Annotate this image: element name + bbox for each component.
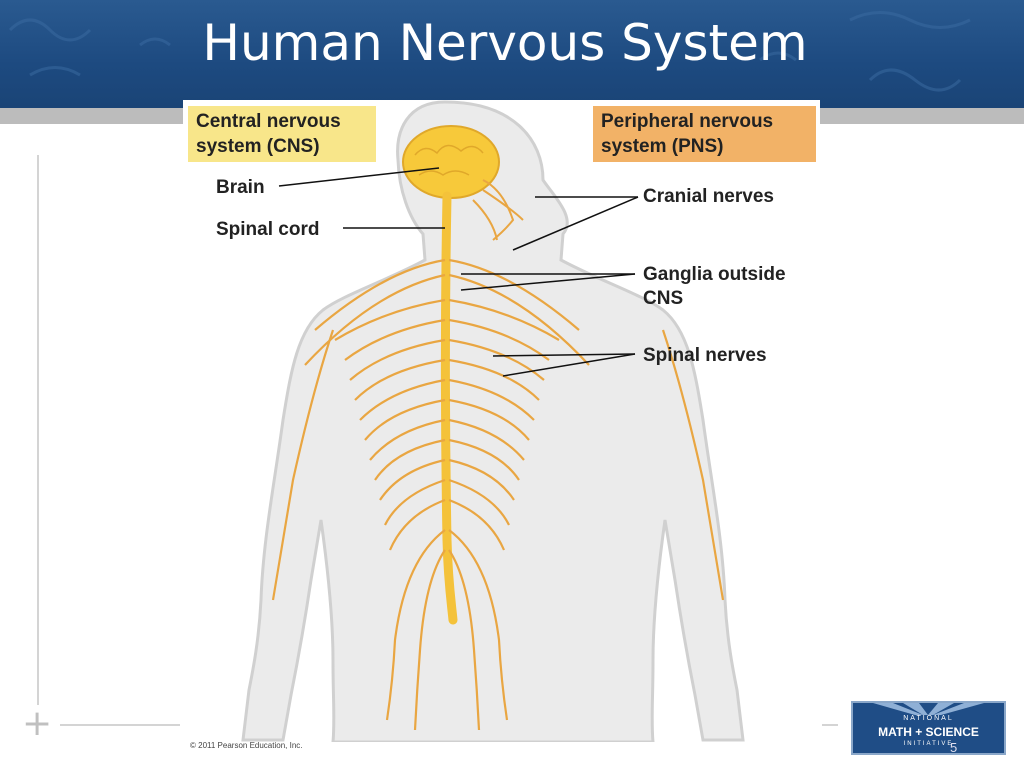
- brain-shape: [402, 125, 500, 199]
- label-spinal-nerves: Spinal nerves: [643, 345, 767, 366]
- copyright-notice: © 2011 Pearson Education, Inc.: [190, 741, 303, 750]
- body-illustration: [241, 100, 745, 742]
- label-ganglia-line2: CNS: [643, 288, 684, 309]
- label-cranial-nerves: Cranial nerves: [643, 186, 774, 207]
- slide-title: Human Nervous System: [202, 14, 808, 72]
- banner-decoration: [8, 11, 971, 92]
- spinal-cord-shape: [441, 191, 458, 625]
- label-spinal-cord: Spinal cord: [216, 219, 320, 240]
- cns-box-line1: Central nervous: [196, 111, 341, 132]
- page-number: 5: [950, 740, 958, 755]
- cns-box: Central nervous system (CNS): [188, 106, 376, 162]
- label-brain: Brain: [216, 177, 265, 198]
- logo-bottom-text: INITIATIVE: [903, 741, 954, 747]
- logo-main-text: MATH + SCIENCE: [878, 725, 979, 739]
- left-vertical-rule: [37, 155, 39, 705]
- label-ganglia-line1: Ganglia outside: [643, 264, 786, 285]
- pns-box: Peripheral nervous system (PNS): [593, 106, 816, 162]
- spinal-nerves-shape: [304, 258, 590, 731]
- bottom-rule-right: [822, 724, 838, 726]
- nervous-system-figure: [183, 100, 820, 742]
- sunburst-icon: [873, 703, 984, 715]
- pns-box-line2: system (PNS): [601, 136, 724, 157]
- title-banner: Human Nervous System: [0, 0, 1024, 108]
- cns-box-line2: system (CNS): [196, 136, 320, 157]
- logo-top-text: NATIONAL: [903, 715, 954, 722]
- nms-logo: NATIONAL MATH + SCIENCE INITIATIVE: [851, 701, 1006, 755]
- pns-box-line1: Peripheral nervous: [601, 111, 774, 132]
- body-silhouette: [241, 100, 745, 742]
- plus-icon: +: [22, 703, 53, 744]
- bottom-rule-left: [60, 724, 180, 726]
